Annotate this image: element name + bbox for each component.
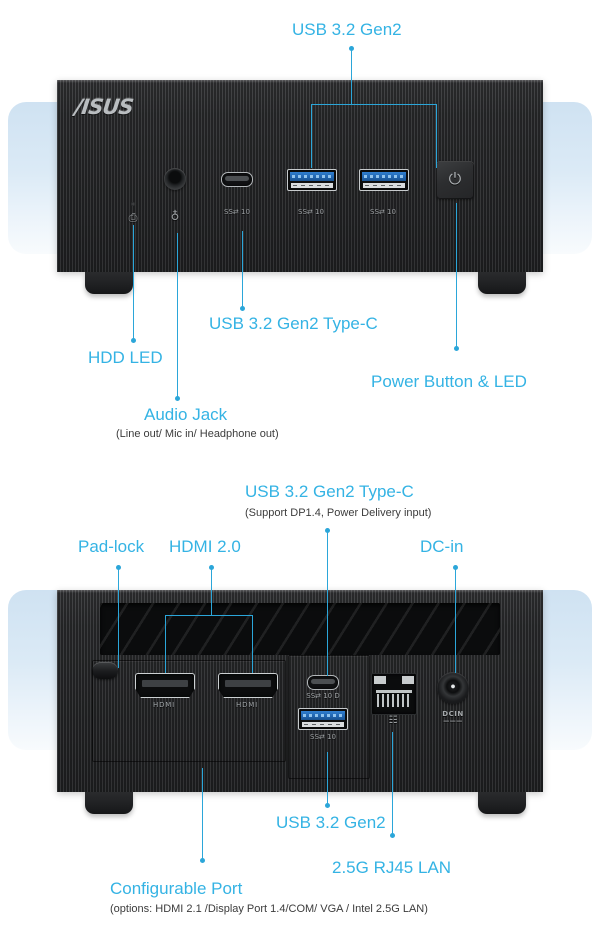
callout-hdmi-stem — [211, 568, 213, 616]
callout-hdd-led-dot — [131, 338, 136, 343]
usb-superspeed-icon-a1: SS⇄ 10 — [298, 208, 324, 216]
dc-in-label-line1: DCIN — [442, 710, 464, 718]
rj45-bar — [376, 690, 412, 693]
usb-superspeed-icon-a2: SS⇄ 10 — [370, 208, 396, 216]
callout-audio-jack-sub: (Line out/ Mic in/ Headphone out) — [116, 428, 279, 440]
callout-front-usbc-stem — [242, 231, 244, 308]
callout-hdmi-dot — [209, 565, 214, 570]
front-foot-right — [478, 272, 526, 294]
callout-front-usb-gen2-bracket — [311, 104, 437, 106]
callout-lan-stem — [392, 732, 394, 835]
usb-a-2-contacts — [363, 183, 405, 188]
back-usb-superspeed-icon: SS⇄ 10 — [310, 733, 336, 741]
callout-pad-lock: Pad-lock — [78, 537, 145, 556]
front-usb-c-port[interactable] — [221, 172, 253, 187]
callout-lan-dot — [390, 833, 395, 838]
hdmi-port-1[interactable] — [135, 673, 195, 698]
callout-lan: 2.5G RJ45 LAN — [332, 858, 452, 877]
callout-configurable-port: Configurable Port — [110, 879, 243, 898]
hdd-led-indicator — [131, 202, 135, 206]
callout-power-dot — [454, 346, 459, 351]
callout-back-usb-a-stem — [327, 752, 329, 804]
callout-back-usb-c: USB 3.2 Gen2 Type-C — [245, 482, 414, 501]
callout-configurable-stem — [202, 768, 204, 860]
front-panel-section: /ISUS ⎙ ♁ SS⇄ 10 SS⇄ 10 SS⇄ 10 ⏻ USB 3.2… — [8, 20, 592, 440]
rj45-lan-port[interactable] — [371, 673, 417, 715]
pad-lock-loop — [92, 662, 118, 679]
front-usb-a-port-2[interactable] — [359, 169, 409, 191]
asus-logo: /ISUS — [73, 95, 135, 119]
callout-hdmi-bracket — [165, 615, 253, 617]
io-shield-plate — [92, 660, 286, 762]
back-panel-section: HDMI HDMI SS⇄ 10 D SS⇄ 10 ☷ DCIN ——— USB… — [0, 470, 600, 940]
back-usb-a-contacts — [302, 722, 344, 727]
usb-a-1-contacts — [291, 183, 333, 188]
callout-dc-in-stem — [455, 568, 457, 673]
audio-jack-port[interactable] — [164, 168, 186, 190]
hdmi-port-1-label: HDMI — [153, 701, 175, 709]
callout-hdd-led: HDD LED — [88, 348, 163, 367]
callout-hdmi-branch-left — [165, 615, 167, 673]
callout-front-usb-gen2-branch-left — [311, 104, 313, 168]
callout-back-usb-c-stem — [327, 531, 329, 676]
io-shield-plate-usb — [288, 655, 370, 779]
dc-in-jack[interactable] — [437, 672, 469, 704]
hdd-icon: ⎙ — [128, 211, 138, 224]
usb-superspeed-icon-c: SS⇄ 10 — [224, 208, 250, 216]
chassis-top-highlight — [57, 80, 543, 83]
back-vent — [100, 603, 500, 655]
back-chassis-top-highlight — [57, 590, 543, 593]
rj45-tab-left — [374, 676, 386, 684]
headphone-icon: ♁ — [170, 209, 180, 223]
power-icon: ⏻ — [448, 169, 462, 188]
callout-front-usbc-dot — [240, 306, 245, 311]
callout-hdmi-branch-right — [252, 615, 254, 673]
lan-network-icon: ☷ — [388, 715, 398, 726]
callout-power-stem — [456, 203, 458, 348]
back-foot-right — [478, 792, 526, 814]
back-foot-left — [85, 792, 133, 814]
callout-pad-lock-dot — [116, 565, 121, 570]
back-usb-a-blue-insert — [301, 711, 345, 720]
front-usb-a-port-1[interactable] — [287, 169, 337, 191]
callout-back-usb-c-dot — [325, 528, 330, 533]
callout-hdmi: HDMI 2.0 — [169, 537, 241, 556]
callout-configurable-dot — [200, 858, 205, 863]
callout-front-usb-gen2-branch-right — [436, 104, 438, 168]
power-button[interactable]: ⏻ — [436, 161, 474, 199]
usb-c-dp-icon: SS⇄ 10 D — [306, 692, 340, 700]
rj45-pins — [377, 694, 411, 707]
callout-configurable-port-sub: (options: HDMI 2.1 /Display Port 1.4/COM… — [110, 903, 428, 915]
callout-dc-in: DC-in — [420, 537, 464, 556]
hdmi-port-2-label: HDMI — [236, 701, 258, 709]
back-usb-a-port[interactable] — [298, 708, 348, 730]
dc-in-label-line2: ——— — [443, 718, 463, 725]
hdmi-port-2[interactable] — [218, 673, 278, 698]
usb-a-1-blue-insert — [290, 172, 334, 181]
back-usb-c-port[interactable] — [307, 675, 339, 690]
callout-back-usb-c-sub: (Support DP1.4, Power Delivery input) — [245, 507, 432, 519]
callout-front-usb-gen2: USB 3.2 Gen2 — [292, 20, 402, 39]
callout-dc-in-dot — [453, 565, 458, 570]
callout-hdd-led-stem — [133, 225, 135, 340]
rj45-tab-right — [402, 676, 414, 684]
callout-back-usb-a: USB 3.2 Gen2 — [276, 813, 386, 832]
callout-front-usb-gen2-stem — [351, 49, 353, 105]
callout-power-button: Power Button & LED — [371, 372, 527, 391]
callout-back-usb-a-dot — [325, 803, 330, 808]
callout-audio-dot — [175, 396, 180, 401]
front-foot-left — [85, 272, 133, 294]
usb-a-2-blue-insert — [362, 172, 406, 181]
callout-audio-stem — [177, 233, 179, 398]
callout-front-usb-c: USB 3.2 Gen2 Type-C — [209, 314, 378, 333]
callout-pad-lock-stem — [118, 568, 120, 668]
callout-front-usb-gen2-dot — [349, 46, 354, 51]
callout-audio-jack: Audio Jack — [144, 405, 228, 424]
